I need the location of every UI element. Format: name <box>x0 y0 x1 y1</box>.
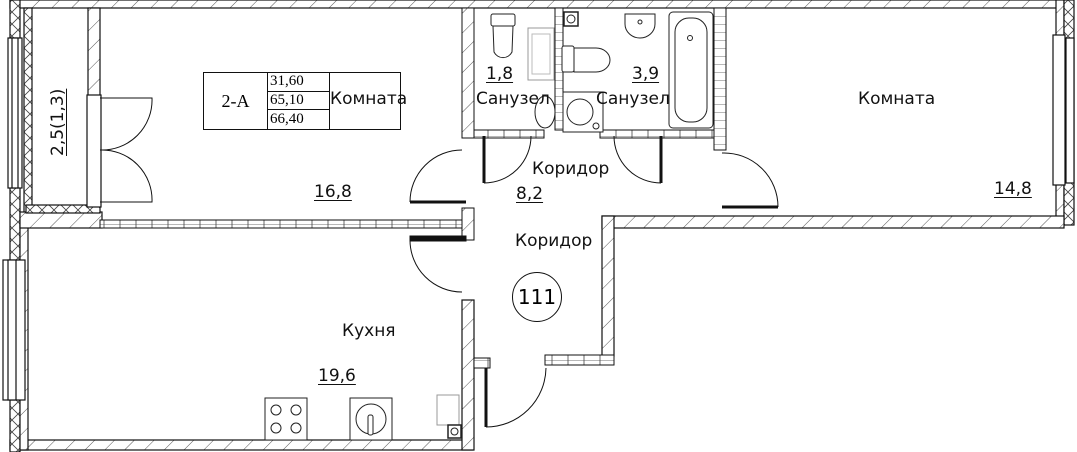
total-area-with-balcony: 66,40 <box>270 111 304 128</box>
windows <box>2 34 1075 401</box>
apartment-tag: 2-A 31,60 65,10 66,40 <box>203 72 401 130</box>
room-left-area: 16,8 <box>314 182 352 202</box>
corridor-2-name: Коридор <box>515 231 593 251</box>
fixtures <box>264 11 714 441</box>
balcony-area: 2,5(1,3) <box>48 88 68 156</box>
apartment-number-badge: 111 <box>512 272 562 322</box>
kitchen-name: Кухня <box>342 321 396 341</box>
room-right-area: 14,8 <box>994 179 1032 199</box>
room-left-name: Комната <box>330 89 408 109</box>
doors <box>99 97 779 428</box>
total-area: 65,10 <box>267 92 329 111</box>
bath-2-area: 3,9 <box>632 64 660 84</box>
bath-1-area: 1,8 <box>486 64 514 84</box>
interior-walls <box>99 7 727 369</box>
bath-2-name: Санузел <box>596 89 670 109</box>
room-right-name: Комната <box>858 89 936 109</box>
living-area: 31,60 <box>267 73 329 92</box>
kitchen-area: 19,6 <box>318 366 356 386</box>
apartment-type: 2-A <box>204 73 268 129</box>
apartment-areas: 31,60 65,10 66,40 <box>267 73 330 129</box>
corridor-1-name: Коридор <box>532 159 610 179</box>
corridor-1-area: 8,2 <box>516 184 544 204</box>
bath-1-name: Санузел <box>476 89 550 109</box>
